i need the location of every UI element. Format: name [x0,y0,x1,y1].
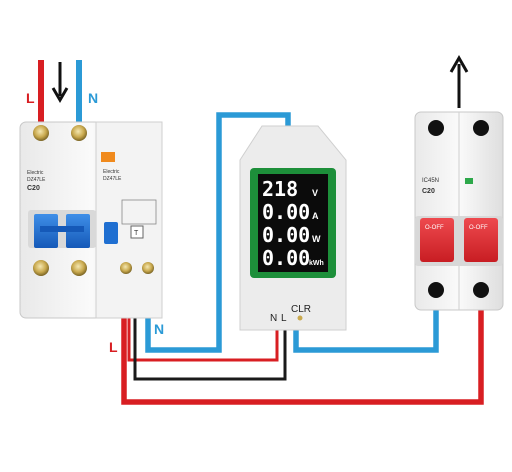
meter-voltage-unit: V [312,188,318,198]
meter-voltage-value: 218 [262,177,298,201]
rcbo-screw-icon [33,125,49,141]
rcbo-orange-indicator [101,152,115,162]
meter-terminal-l: L [281,313,287,324]
neutral-to-breaker-wire [293,290,439,353]
live-to-breaker-wire [121,268,484,405]
meter-power-value: 0.00 [262,223,310,247]
breaker-terminal-icon [428,282,444,298]
rcbo-brand: Electric [27,170,44,176]
breaker-rating: C20 [422,188,435,195]
meter-current-unit: A [312,211,319,221]
black-wire [133,268,287,381]
rcbo-module-handle[interactable] [104,222,118,244]
rcbo-screw-icon [71,260,87,276]
meter-terminal-n: N [270,313,277,324]
rcbo-screw-icon [71,125,87,141]
rcbo-test-button[interactable] [130,225,144,239]
breaker-indicator [465,178,473,184]
neutral-to-meter-wire [145,112,291,353]
rcbo-test-label: T [134,230,139,237]
breaker-handle-left[interactable] [420,218,454,262]
rcbo-module-model: DZ47LE [103,176,122,182]
input-neutral-label: N [88,90,98,106]
meter-power-unit: W [312,234,321,244]
breaker-terminal-icon [428,120,444,136]
output-arrow-up-icon [449,54,469,108]
meter-energy-value: 0.00 [262,246,310,270]
rcbo-out-neutral-label: N [154,321,164,337]
rcbo-device: Electric DZ47LE C20 Electric DZ47LE T [19,121,163,319]
input-arrow-down-icon [51,87,69,103]
input-live-label: L [26,90,35,106]
meter-display [258,174,328,272]
rcbo-out-screw-icon [142,262,154,274]
meter-clear-label: CLR [291,304,311,315]
rcbo-rating: C20 [27,185,40,192]
breaker-device: IC45N C20 O-OFF O-OFF [414,111,504,311]
input-wires: L N [26,60,98,128]
breaker-handle-left-label: O-OFF [425,225,444,231]
meter-current-value: 0.00 [262,200,310,224]
rcbo-out-screw-icon [120,262,132,274]
breaker-handle-right[interactable] [464,218,498,262]
meter-energy-unit: kWh [309,260,324,267]
rcbo-screw-icon [33,260,49,276]
rcbo-diagram-box [121,199,157,225]
energy-meter: 218 V 0.00 A 0.00 W 0.00 kWh CLR N L [239,125,347,331]
breaker-terminal-icon [473,282,489,298]
breaker-handle-right-label: O-OFF [469,225,488,231]
rcbo-module [95,121,163,319]
breaker-terminal-icon [473,120,489,136]
rcbo-model: DZ47LE [27,177,46,183]
rcbo-out-live-label: L [109,339,118,355]
rcbo-handle-bar [40,226,84,232]
rcbo-module-brand: Electric [103,169,120,175]
breaker-model: IC45N [422,178,439,184]
meter-clear-button[interactable] [297,315,303,321]
